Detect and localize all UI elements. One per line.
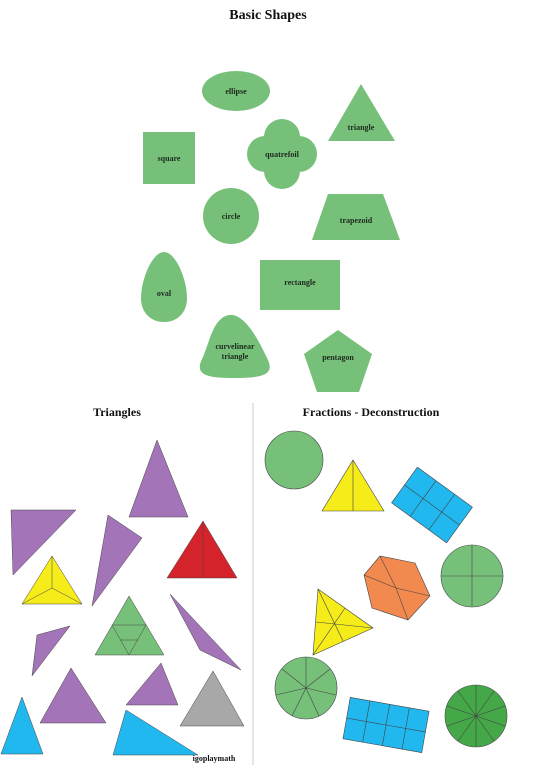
purple-triangle-medium (39, 667, 107, 724)
orange-pentagon-fifths (363, 555, 431, 621)
green-circle-tenths (444, 684, 508, 748)
shape-quatrefoil: quatrefoil (247, 119, 317, 189)
curvelinear-triangle-label-2: triangle (222, 352, 249, 361)
triangle-label: triangle (348, 123, 375, 132)
blue-triangle-left (0, 696, 44, 755)
green-circle-quarters (440, 544, 504, 608)
purple-triangle-right-small (125, 662, 179, 706)
shape-triangle: triangle (328, 84, 395, 141)
green-circle-whole (264, 430, 324, 490)
rectangle-label: rectangle (284, 278, 316, 287)
yellow-triangle-thirds (21, 555, 83, 605)
gray-triangle (179, 670, 245, 727)
shape-pentagon: pentagon (304, 330, 372, 392)
shape-oval: oval (141, 252, 187, 322)
curvelinear-triangle-label-1: curvelinear (215, 342, 255, 351)
shape-trapezoid: trapezoid (312, 194, 400, 240)
trapezoid-label: trapezoid (340, 216, 373, 225)
triangles-panel (0, 439, 245, 756)
green-circle-sevenths (274, 656, 338, 720)
purple-triangle-tall (128, 439, 189, 518)
shape-rectangle: rectangle (260, 260, 340, 310)
green-triangle-sixths (94, 595, 165, 656)
purple-triangle-small (31, 625, 71, 677)
blue-rectangle-thirds (391, 466, 473, 544)
fractions-title: Fractions - Deconstruction (303, 405, 440, 419)
blue-triangle-bottom (112, 709, 199, 756)
purple-triangle-right (10, 509, 77, 576)
brand-label: igoplaymath (193, 754, 236, 763)
pentagon-label: pentagon (322, 353, 354, 362)
yellow-triangle-halves (321, 459, 385, 512)
quatrefoil-label: quatrefoil (265, 150, 299, 159)
fractions-panel (264, 430, 508, 753)
yellow-triangle-sixths (312, 588, 374, 656)
purple-triangle-slim (91, 514, 143, 607)
circle-label: circle (222, 212, 241, 221)
purple-triangle-obtuse (169, 593, 242, 671)
oval-label: oval (157, 289, 172, 298)
blue-rectangle-eighths (342, 697, 430, 753)
triangles-title: Triangles (93, 405, 141, 419)
shape-circle: circle (203, 188, 259, 244)
shape-curvelinear-triangle: curvelinear triangle (199, 314, 270, 378)
basic-shapes-title: Basic Shapes (229, 8, 307, 23)
red-triangle-halves (166, 520, 238, 579)
ellipse-label: ellipse (225, 87, 247, 96)
shape-square: square (143, 132, 195, 184)
shape-ellipse: ellipse (202, 71, 270, 111)
square-label: square (158, 154, 181, 163)
